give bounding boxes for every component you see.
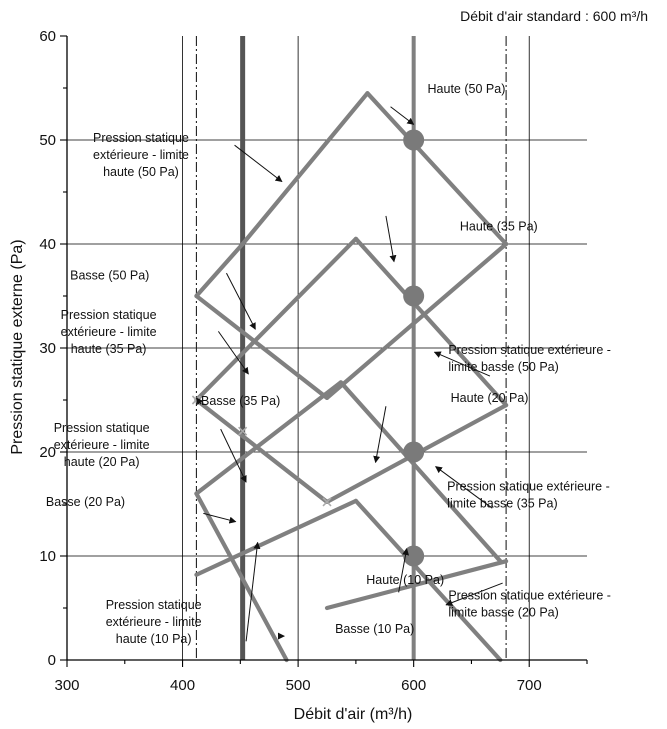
annotation-arrow — [390, 106, 415, 125]
data-point — [403, 129, 425, 151]
series-line — [365, 91, 509, 247]
axes: 300 400 500 600 700 0 10 20 30 40 50 60 — [39, 28, 588, 694]
annotation-line: Pression statique extérieure - — [447, 479, 610, 493]
annotation-arrow — [196, 397, 203, 406]
annotation-label: Pression statique extérieure - limite haut… — [54, 421, 150, 469]
annotation-label: Pression statique extérieure - limite haut… — [93, 131, 189, 179]
series-line — [194, 397, 330, 505]
annotation-arrow — [245, 541, 261, 642]
annotation-line: Pression statique — [93, 131, 189, 145]
cross-stroke — [322, 497, 332, 507]
series-line — [194, 236, 358, 403]
annotation-line: limite basse (35 Pa) — [447, 496, 557, 510]
annotation-line: limite basse (20 Pa) — [448, 606, 558, 620]
annotation-label: Haute (35 Pa) — [460, 219, 538, 233]
annotation-line: Basse (20 Pa) — [46, 495, 125, 509]
annotation-line: Basse (10 Pa) — [335, 622, 414, 636]
annotation-line: haute (35 Pa) — [71, 342, 147, 356]
annotation-label: Basse (50 Pa) — [70, 268, 149, 282]
annotation-label: Pression statique extérieure - limite haut… — [106, 598, 202, 646]
annotation-arrow — [435, 466, 493, 509]
series-line — [338, 380, 503, 564]
y-tick-label: 20 — [39, 444, 56, 461]
y-tick-label: 40 — [39, 236, 56, 253]
series-line — [194, 491, 289, 663]
x-tick-label: 300 — [54, 677, 79, 694]
markers — [191, 129, 425, 567]
annotation-label: Pression statique extérieure - limite haut… — [61, 308, 157, 356]
annotation-label: Haute (50 Pa) — [428, 82, 506, 96]
annotation-arrow — [220, 428, 247, 483]
cross-stroke — [238, 426, 248, 436]
annotation-label: Pression statique extérieure - limite bas… — [448, 343, 611, 374]
annotation-label: Haute (20 Pa) — [451, 391, 529, 405]
annotation-line: Pression statique extérieure - — [448, 343, 611, 357]
annotation-arrow — [373, 406, 387, 464]
annotation-line: haute (50 Pa) — [103, 165, 179, 179]
annotation-line: limite basse (50 Pa) — [448, 360, 558, 374]
series-line — [353, 498, 503, 663]
annotation-label: Pression statique extérieure - limite bas… — [447, 479, 610, 510]
annotation-line: haute (10 Pa) — [116, 632, 192, 646]
y-tick-label: 50 — [39, 132, 56, 149]
annotation-arrow — [217, 331, 249, 375]
x-tick-label: 700 — [517, 677, 542, 694]
annotation-arrow — [226, 272, 256, 330]
annotation-arrow — [203, 512, 237, 524]
annotation-line: Basse (50 Pa) — [70, 268, 149, 282]
y-tick-label: 0 — [48, 652, 56, 669]
y-tick-label: 30 — [39, 340, 56, 357]
annotation-line: haute (20 Pa) — [64, 455, 140, 469]
annotations: Haute (50 Pa) Pression statique extérieure… — [46, 82, 611, 646]
series-line — [194, 498, 358, 577]
annotation-line: extérieure - limite — [93, 148, 189, 162]
annotation-label: Basse (10 Pa) — [335, 622, 414, 636]
x-tick-label: 400 — [170, 677, 195, 694]
annotation-line: Haute (50 Pa) — [428, 82, 506, 96]
annotation-label: Pression statique extérieure - limite bas… — [448, 589, 611, 620]
annotation-line: Haute (10 Pa) — [366, 573, 444, 587]
series-line — [353, 236, 509, 408]
annotation-label: Basse (20 Pa) — [46, 495, 125, 509]
annotation-line: extérieure - limite — [61, 325, 157, 339]
annotation-arrow — [433, 351, 491, 377]
annotation-line: Haute (35 Pa) — [460, 219, 538, 233]
series-line — [324, 241, 509, 401]
annotation-line: extérieure - limite — [54, 438, 150, 452]
data-point — [403, 285, 425, 307]
annotation-arrow — [445, 582, 503, 606]
annotation-line: Pression statique extérieure - — [448, 589, 611, 603]
annotation-line: Pression statique — [106, 598, 202, 612]
x-tick-label: 600 — [401, 677, 426, 694]
x-tick-label: 500 — [286, 677, 311, 694]
annotation-line: Haute (20 Pa) — [451, 391, 529, 405]
series-lines — [194, 91, 509, 663]
chart-title: Débit d'air standard : 600 m³/h — [460, 8, 648, 24]
series-line — [194, 293, 330, 401]
annotation-arrow — [398, 548, 410, 593]
x-axis-label: Débit d'air (m³/h) — [294, 706, 413, 723]
annotation-label: Haute (10 Pa) — [366, 573, 444, 587]
cross-marker — [322, 497, 332, 507]
annotation-line: Pression statique — [54, 421, 150, 435]
annotation-line: Pression statique — [61, 308, 157, 322]
y-tick-label: 10 — [39, 548, 56, 565]
annotation-line: Basse (35 Pa) — [201, 394, 280, 408]
cross-marker — [238, 426, 248, 436]
y-tick-label: 60 — [39, 28, 56, 45]
annotation-line: extérieure - limite — [106, 615, 202, 629]
annotation-label: Basse (35 Pa) — [201, 394, 280, 408]
series-line — [240, 91, 370, 247]
series-line — [324, 559, 509, 611]
series-line — [194, 380, 343, 496]
annotation-arrow — [385, 215, 397, 263]
data-point — [403, 441, 425, 463]
annotation-arrow — [234, 144, 283, 183]
series-line — [194, 241, 245, 299]
y-axis-label: Pression statique externe (Pa) — [9, 239, 26, 454]
